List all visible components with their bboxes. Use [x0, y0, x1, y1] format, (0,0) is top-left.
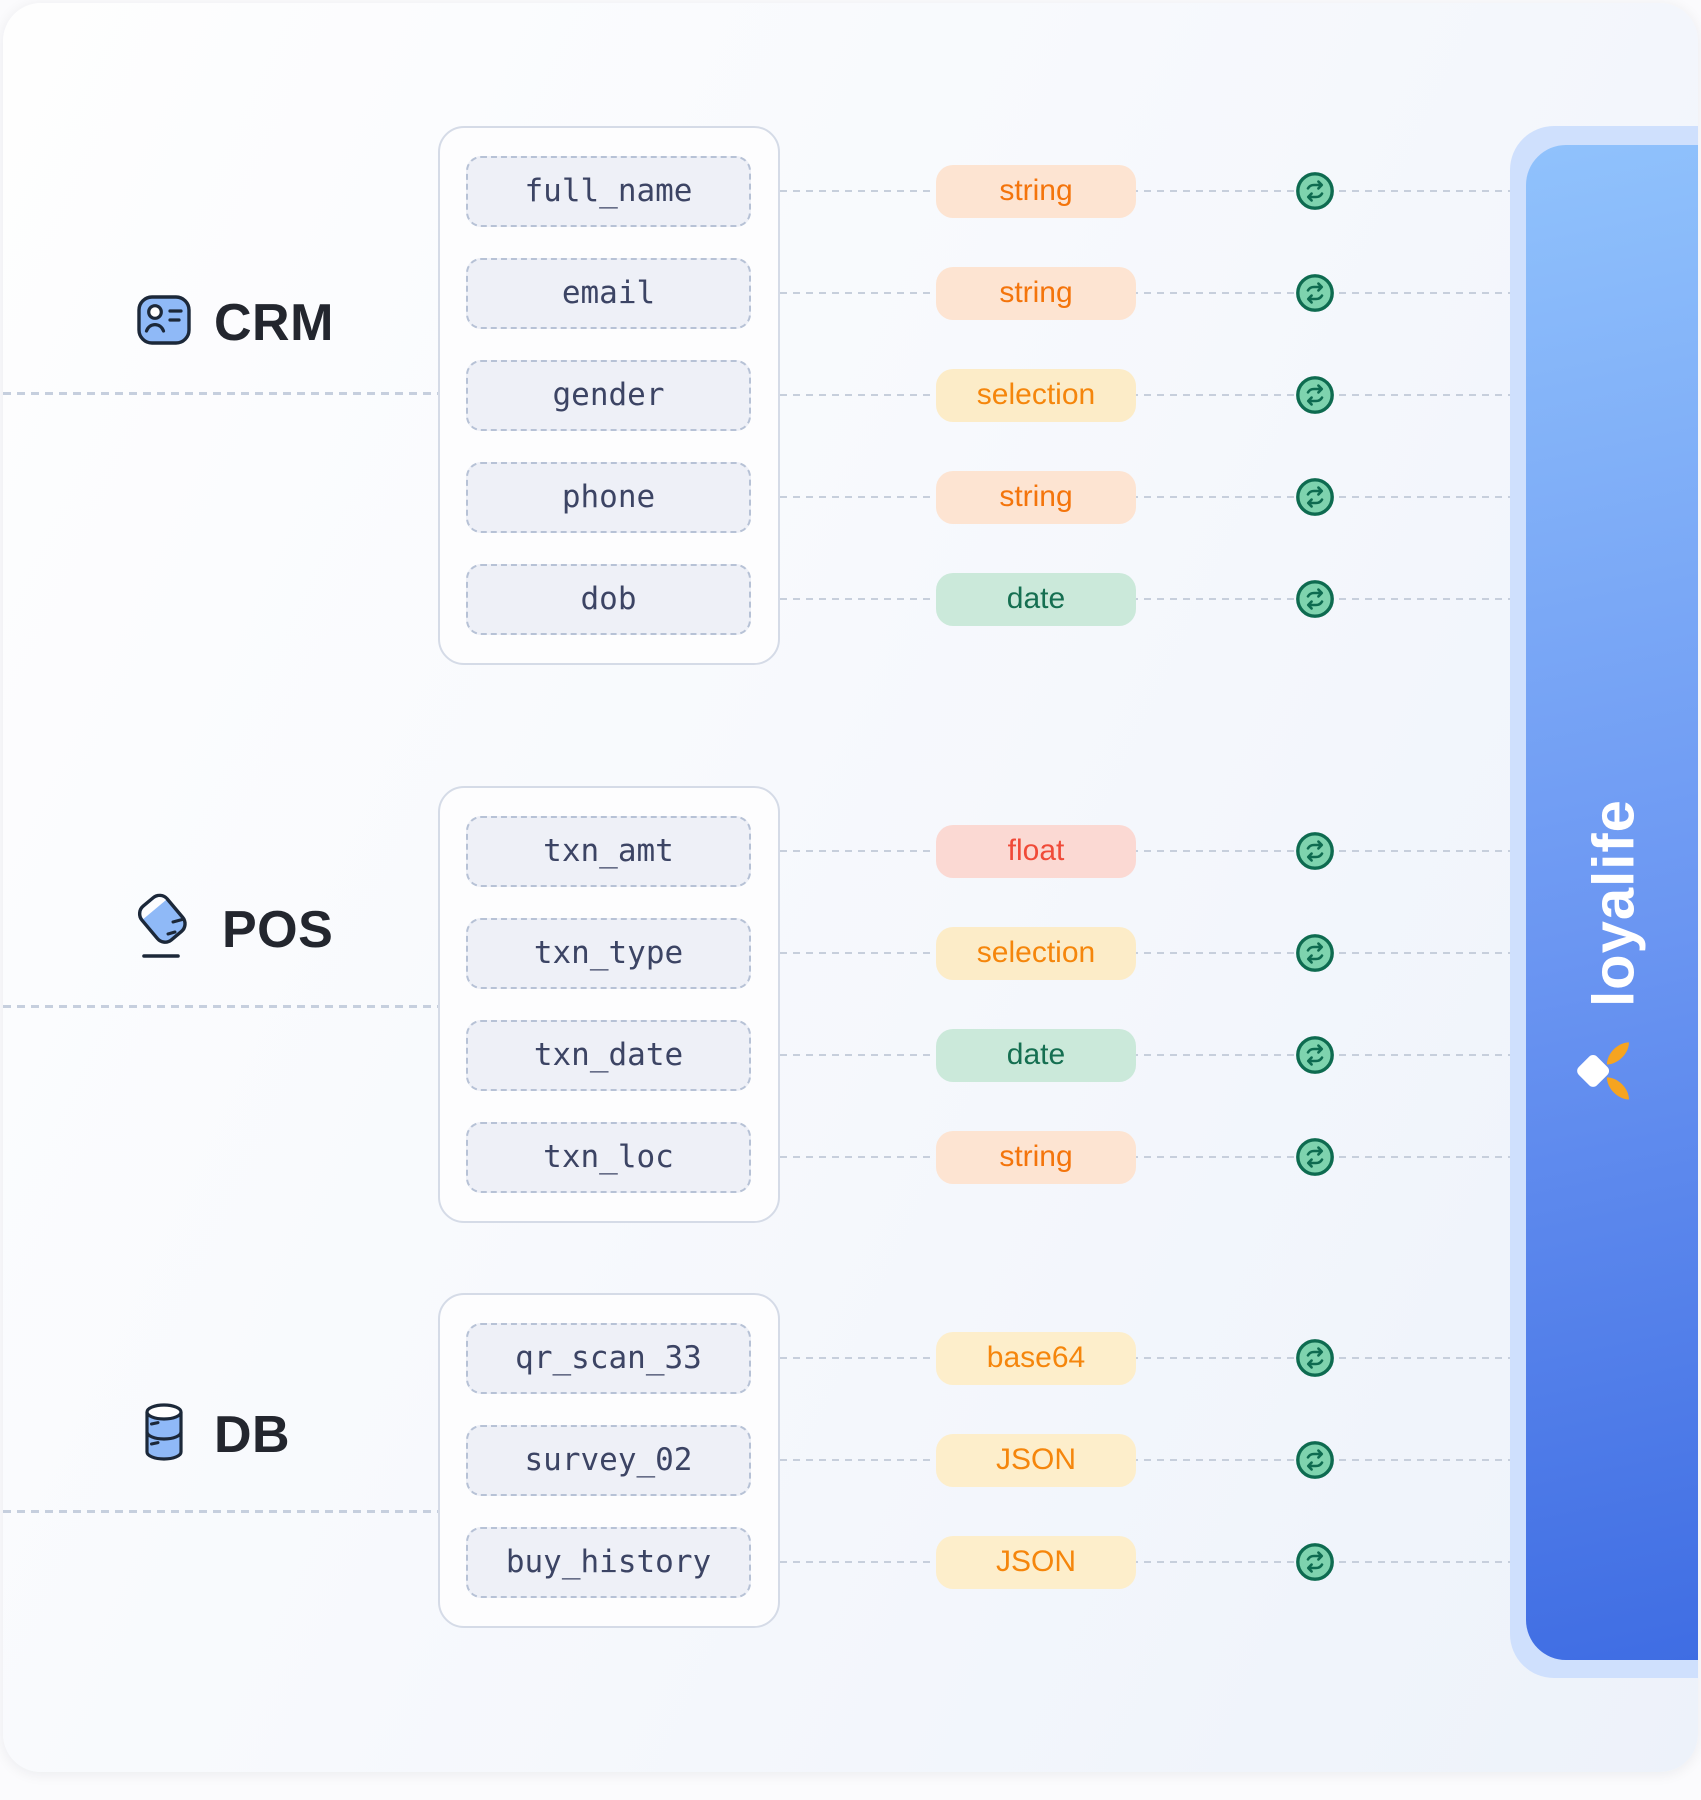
section-divider-line-pos	[3, 1004, 438, 1008]
sync-arrows-icon	[1295, 831, 1335, 871]
field-chip-survey_02: survey_02	[466, 1424, 751, 1496]
field-chip-dob: dob	[466, 563, 751, 635]
field-chip-phone: phone	[466, 461, 751, 533]
field-chip-txn_date: txn_date	[466, 1019, 751, 1091]
sync-arrows-icon	[1295, 1035, 1335, 1075]
source-label-db: DB	[136, 1400, 290, 1469]
sync-arrows-icon	[1295, 1338, 1335, 1378]
mapping-connector-line	[780, 1560, 1510, 1564]
mapping-connector-line	[780, 291, 1510, 295]
type-badge-date: date	[936, 572, 1136, 626]
mapping-connector-line	[780, 189, 1510, 193]
mapping-connector-line	[780, 393, 1510, 397]
section-divider-line-crm	[3, 391, 438, 395]
sync-arrows-icon	[1295, 375, 1335, 415]
source-label-crm: CRM	[136, 292, 334, 353]
type-badge-string: string	[936, 470, 1136, 524]
mapping-connector-line	[780, 597, 1510, 601]
type-badge-JSON: JSON	[936, 1433, 1136, 1487]
source-label-text: DB	[214, 1405, 291, 1464]
type-badge-date: date	[936, 1028, 1136, 1082]
source-label-text: POS	[222, 900, 334, 959]
source-label-text: CRM	[214, 293, 334, 352]
field-chip-full_name: full_name	[466, 155, 751, 227]
type-badge-JSON: JSON	[936, 1535, 1136, 1589]
sync-arrows-icon	[1295, 1137, 1335, 1177]
sync-arrows-icon	[1295, 273, 1335, 313]
mapping-connector-line	[780, 1458, 1510, 1462]
mapping-connector-line	[780, 951, 1510, 955]
card-swipe-icon	[136, 893, 200, 966]
mapping-connector-line	[780, 1155, 1510, 1159]
source-label-pos: POS	[136, 893, 333, 966]
sync-arrows-icon	[1295, 1542, 1335, 1582]
field-chip-txn_loc: txn_loc	[466, 1121, 751, 1193]
field-chip-txn_type: txn_type	[466, 917, 751, 989]
field-chip-buy_history: buy_history	[466, 1526, 751, 1598]
type-badge-string: string	[936, 164, 1136, 218]
section-divider-line-db	[3, 1509, 438, 1513]
loyalife-logo: loyalife	[1565, 799, 1662, 1117]
type-badge-selection: selection	[936, 926, 1136, 980]
sync-arrows-icon	[1295, 933, 1335, 973]
mapping-connector-line	[780, 849, 1510, 853]
sync-arrows-icon	[1295, 1440, 1335, 1480]
loyalife-wordmark: loyalife	[1581, 798, 1646, 1007]
mapping-connector-line	[780, 1053, 1510, 1057]
type-badge-base64: base64	[936, 1331, 1136, 1385]
field-chip-email: email	[466, 257, 751, 329]
sync-arrows-icon	[1295, 579, 1335, 619]
destination-panel: loyalife	[1510, 126, 1698, 1678]
sync-arrows-icon	[1295, 171, 1335, 211]
type-badge-selection: selection	[936, 368, 1136, 422]
mapping-connector-line	[780, 1356, 1510, 1360]
type-badge-float: float	[936, 824, 1136, 878]
destination-panel-inner: loyalife	[1526, 145, 1698, 1660]
field-chip-qr_scan_33: qr_scan_33	[466, 1322, 751, 1394]
database-icon	[136, 1400, 192, 1469]
contact-card-icon	[136, 292, 192, 353]
mapping-connector-line	[780, 495, 1510, 499]
field-chip-gender: gender	[466, 359, 751, 431]
sync-arrows-icon	[1295, 477, 1335, 517]
type-badge-string: string	[936, 1130, 1136, 1184]
loyalife-leaf-logo-icon	[1565, 1024, 1662, 1116]
type-badge-string: string	[936, 266, 1136, 320]
field-chip-txn_amt: txn_amt	[466, 815, 751, 887]
